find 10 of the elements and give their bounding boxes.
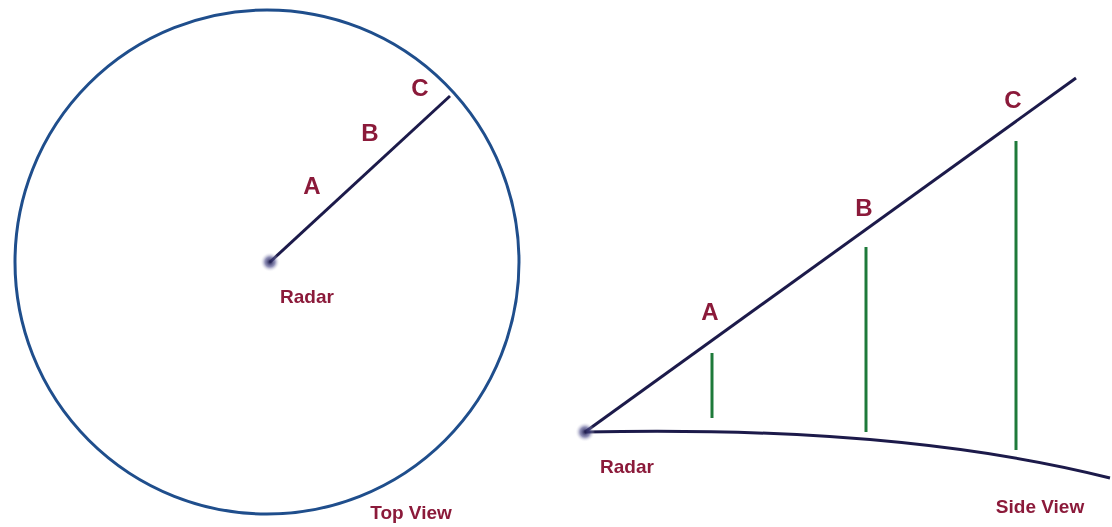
view-caption: Top View xyxy=(370,502,452,524)
radar-label: Radar xyxy=(600,456,654,478)
view-caption: Side View xyxy=(995,496,1085,518)
radar-label: Radar xyxy=(280,286,334,308)
range-marker: A xyxy=(303,172,321,200)
range-marker: A xyxy=(701,298,719,326)
range-marker: B xyxy=(855,194,873,222)
range-marker: B xyxy=(361,119,379,147)
range-marker: C xyxy=(411,74,429,102)
range-marker: C xyxy=(1004,86,1022,114)
